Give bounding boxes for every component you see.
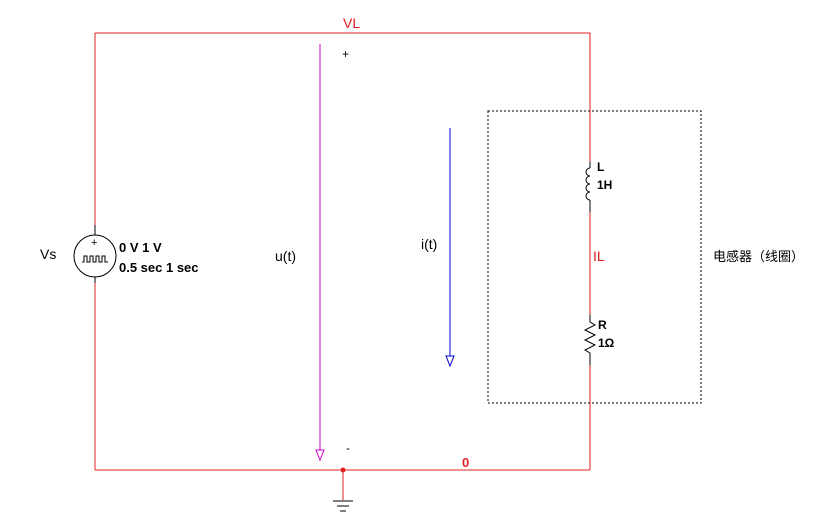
resistor-icon [583, 315, 597, 365]
ground-icon [333, 500, 353, 512]
coil-dashed-box [487, 110, 702, 404]
resistor-value: 1Ω [598, 336, 615, 350]
coil-label: 电感器（线圈） [713, 249, 804, 265]
source-name: Vs [40, 246, 56, 262]
current-label: i(t) [421, 236, 437, 252]
wires [94, 32, 591, 500]
voltage-minus-sign: - [346, 441, 350, 455]
source-params-line1: 0 V 1 V [119, 240, 162, 255]
voltage-label: u(t) [275, 248, 296, 264]
source-params-line2: 0.5 sec 1 sec [119, 260, 199, 275]
node-label-top: VL [343, 15, 360, 31]
resistor-name: R [598, 318, 607, 332]
junction-dot [340, 467, 346, 473]
inductor-name: L [597, 160, 604, 174]
source-plus-sign: + [91, 237, 97, 249]
current-arrow [445, 128, 455, 368]
pulse-source-icon [73, 225, 117, 283]
node-label-bottom: 0 [462, 455, 469, 470]
inductor-icon [585, 162, 591, 212]
voltage-plus-sign: + [342, 47, 349, 61]
node-label-middle: IL [593, 248, 605, 264]
voltage-arrow [315, 44, 325, 462]
inductor-value: 1H [597, 178, 612, 192]
